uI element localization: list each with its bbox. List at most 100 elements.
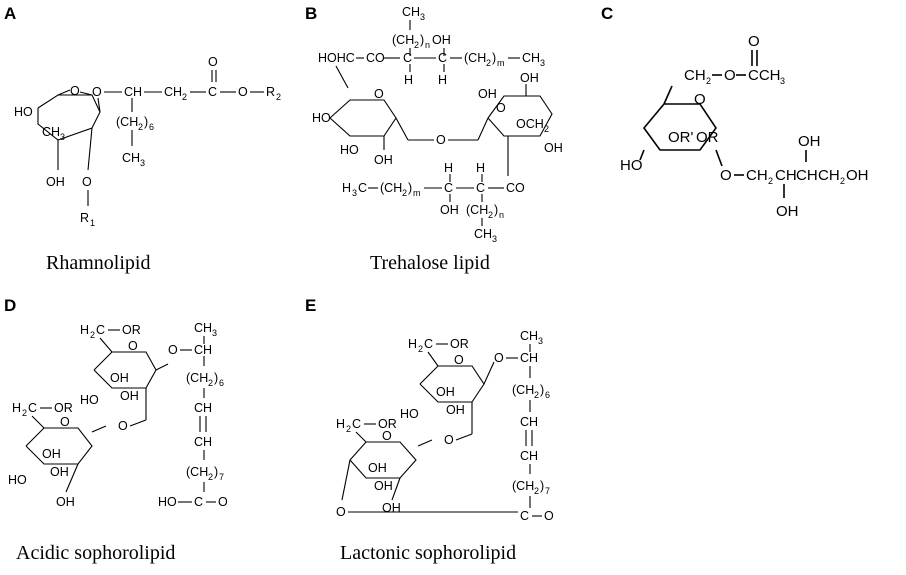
svg-text:O: O: [496, 101, 506, 115]
svg-text:2: 2: [840, 176, 845, 186]
svg-text:HO: HO: [158, 495, 177, 509]
svg-text:O: O: [208, 55, 218, 69]
svg-text:3: 3: [212, 328, 217, 338]
svg-text:HOHC: HOHC: [318, 51, 355, 65]
svg-text:O: O: [382, 429, 392, 443]
svg-text:O: O: [454, 353, 464, 367]
svg-text:CH: CH: [194, 343, 212, 357]
svg-text:OH: OH: [46, 175, 65, 189]
panel-label-e: E: [305, 296, 317, 315]
svg-text:2: 2: [276, 92, 281, 102]
svg-text:O: O: [444, 433, 454, 447]
svg-text:): ): [214, 371, 218, 385]
svg-text:CH: CH: [775, 167, 797, 184]
svg-text:CH: CH: [796, 167, 818, 184]
panel-label-a: A: [4, 4, 17, 23]
svg-text:CH: CH: [194, 435, 212, 449]
svg-text:(CH: (CH: [186, 465, 208, 479]
svg-text:HO: HO: [80, 393, 99, 407]
svg-text:): ): [540, 383, 544, 397]
svg-text:O: O: [720, 167, 732, 184]
svg-text:OH: OH: [374, 479, 393, 493]
svg-text:O: O: [218, 495, 228, 509]
svg-text:): ): [540, 479, 544, 493]
svg-text:OCH: OCH: [516, 117, 544, 131]
svg-text:CH: CH: [194, 321, 212, 335]
svg-text:OH: OH: [846, 167, 869, 184]
svg-text:3: 3: [60, 132, 65, 142]
svg-text:C: C: [28, 401, 37, 415]
svg-text:): ): [408, 181, 412, 195]
svg-text:H: H: [80, 323, 89, 337]
svg-text:H: H: [438, 73, 447, 87]
caption-lactonic-sophorolipid: Lactonic sophorolipid: [340, 542, 517, 564]
svg-text:CH: CH: [520, 351, 538, 365]
svg-text:CH: CH: [746, 167, 768, 184]
svg-text:C: C: [424, 337, 433, 351]
svg-text:O: O: [92, 85, 102, 99]
svg-text:CH: CH: [402, 5, 420, 19]
svg-text:OH: OH: [374, 153, 393, 167]
svg-text:2: 2: [486, 58, 491, 68]
svg-text:n: n: [499, 210, 504, 220]
svg-text:n: n: [425, 40, 430, 50]
svg-text:O: O: [128, 339, 138, 353]
svg-text:H: H: [408, 337, 417, 351]
svg-text:OH: OH: [432, 33, 451, 47]
svg-text:(CH: (CH: [392, 33, 414, 47]
svg-text:OR: OR: [696, 129, 719, 146]
svg-text:C: C: [444, 181, 453, 195]
svg-text:H: H: [444, 161, 453, 175]
svg-text:2: 2: [488, 210, 493, 220]
svg-text:H: H: [12, 401, 21, 415]
svg-text:(CH: (CH: [512, 479, 534, 493]
svg-text:O: O: [118, 419, 128, 433]
svg-text:7: 7: [545, 486, 550, 496]
svg-text:m: m: [497, 58, 505, 68]
svg-text:CH: CH: [194, 401, 212, 415]
svg-text:3: 3: [492, 234, 497, 244]
svg-text:2: 2: [418, 344, 423, 354]
svg-text:HO: HO: [400, 407, 419, 421]
svg-text:2: 2: [208, 378, 213, 388]
panel-label-d: D: [4, 296, 17, 315]
svg-text:O: O: [168, 343, 178, 357]
svg-text:O: O: [724, 67, 736, 84]
svg-text:CO: CO: [366, 51, 385, 65]
svg-text:C: C: [194, 495, 203, 509]
svg-text:CH: CH: [164, 85, 182, 99]
svg-text:O: O: [748, 33, 760, 50]
svg-text:2: 2: [346, 424, 351, 434]
caption-rhamnolipid: Rhamnolipid: [46, 252, 151, 274]
svg-text:CH: CH: [474, 227, 492, 241]
svg-text:): ): [144, 115, 148, 129]
svg-text:O: O: [544, 509, 554, 523]
svg-text:6: 6: [545, 390, 550, 400]
svg-text:O: O: [436, 133, 446, 147]
svg-text:3: 3: [140, 158, 145, 168]
svg-text:3: 3: [540, 58, 545, 68]
svg-text:OR': OR': [668, 129, 694, 146]
svg-text:2: 2: [182, 92, 187, 102]
svg-text:HO: HO: [14, 105, 33, 119]
panel-label-b: B: [305, 4, 318, 23]
svg-text:O: O: [494, 351, 504, 365]
svg-text:CH: CH: [124, 85, 142, 99]
svg-text:C: C: [520, 509, 529, 523]
svg-text:C: C: [352, 417, 361, 431]
svg-text:O: O: [82, 175, 92, 189]
svg-text:(CH: (CH: [186, 371, 208, 385]
svg-text:OH: OH: [798, 133, 821, 150]
svg-text:O: O: [374, 87, 384, 101]
svg-text:O: O: [60, 415, 70, 429]
svg-text:OH: OH: [56, 495, 75, 509]
svg-text:CH: CH: [818, 167, 840, 184]
caption-trehalose-lipid: Trehalose lipid: [370, 252, 490, 274]
svg-text:OH: OH: [776, 203, 799, 220]
svg-text:): ): [492, 51, 496, 65]
svg-text:2: 2: [768, 176, 773, 186]
svg-text:3: 3: [780, 76, 785, 86]
svg-text:O: O: [694, 91, 706, 108]
